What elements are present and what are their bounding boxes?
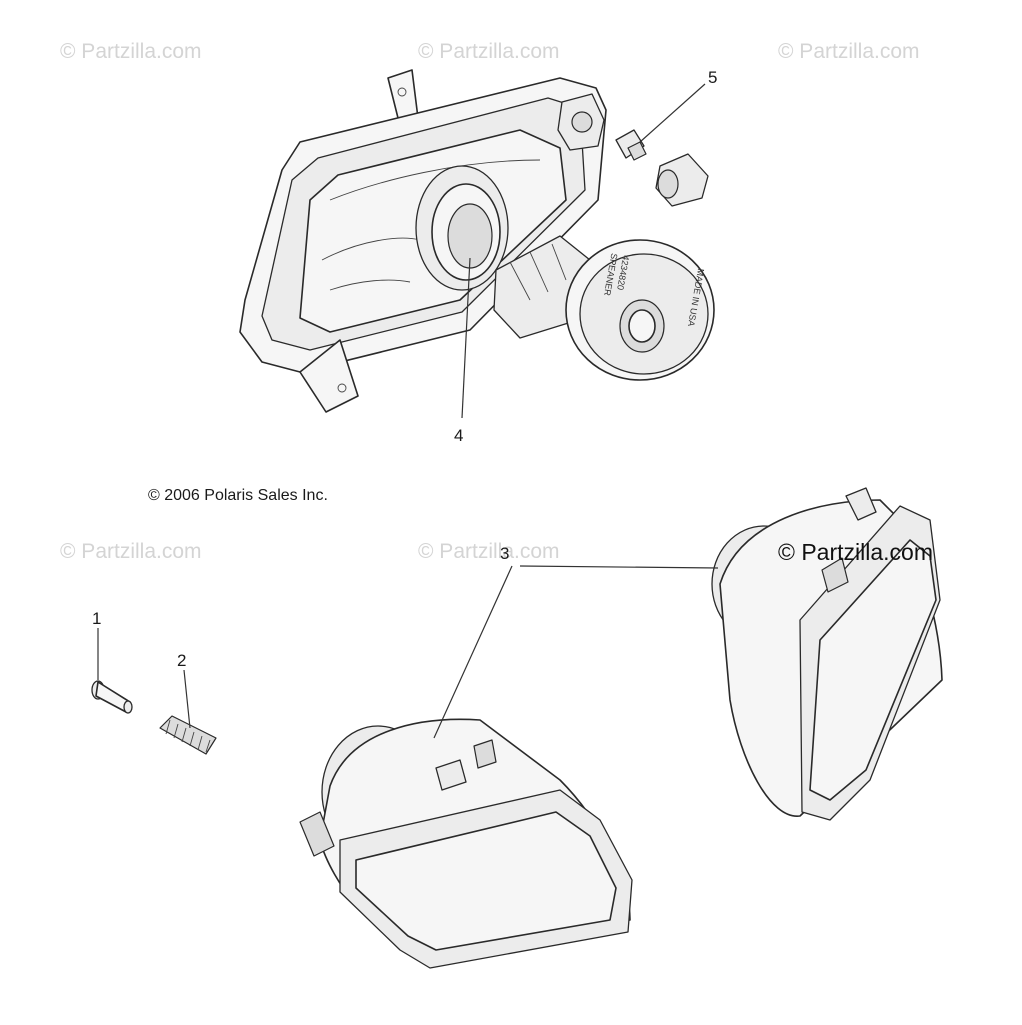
headlight-rear-assembly: MADE IN USA 4234820 SPEANER [239, 69, 715, 413]
leader-line-2 [183, 669, 191, 729]
watermark-top-center: © Partzilla.com [418, 40, 560, 63]
leader-line-5 [639, 83, 706, 143]
watermark-top-left: © Partzilla.com [60, 40, 202, 63]
watermark-top-right: © Partzilla.com [778, 40, 920, 63]
watermark-mid-right: © Partzilla.com [778, 539, 933, 565]
callout-4: 4 [454, 426, 463, 445]
leader-line-3-right [519, 565, 719, 569]
part-1-pin [91, 680, 133, 714]
part-2-spring [159, 715, 217, 755]
part-3-headlight-right [711, 487, 943, 821]
callout-5: 5 [708, 68, 717, 87]
callout-3: 3 [500, 544, 509, 563]
watermark-mid-center: © Partzilla.com [418, 540, 560, 563]
part-3-headlight-left [299, 718, 633, 969]
part-5-marker-bulb [615, 129, 709, 207]
callout-1: 1 [92, 609, 101, 628]
callout-2: 2 [177, 651, 186, 670]
leader-line-3-left [433, 565, 513, 739]
watermark-mid-left: © Partzilla.com [60, 540, 202, 563]
leader-line-4 [461, 257, 471, 419]
copyright-notice: © 2006 Polaris Sales Inc. [148, 487, 328, 504]
